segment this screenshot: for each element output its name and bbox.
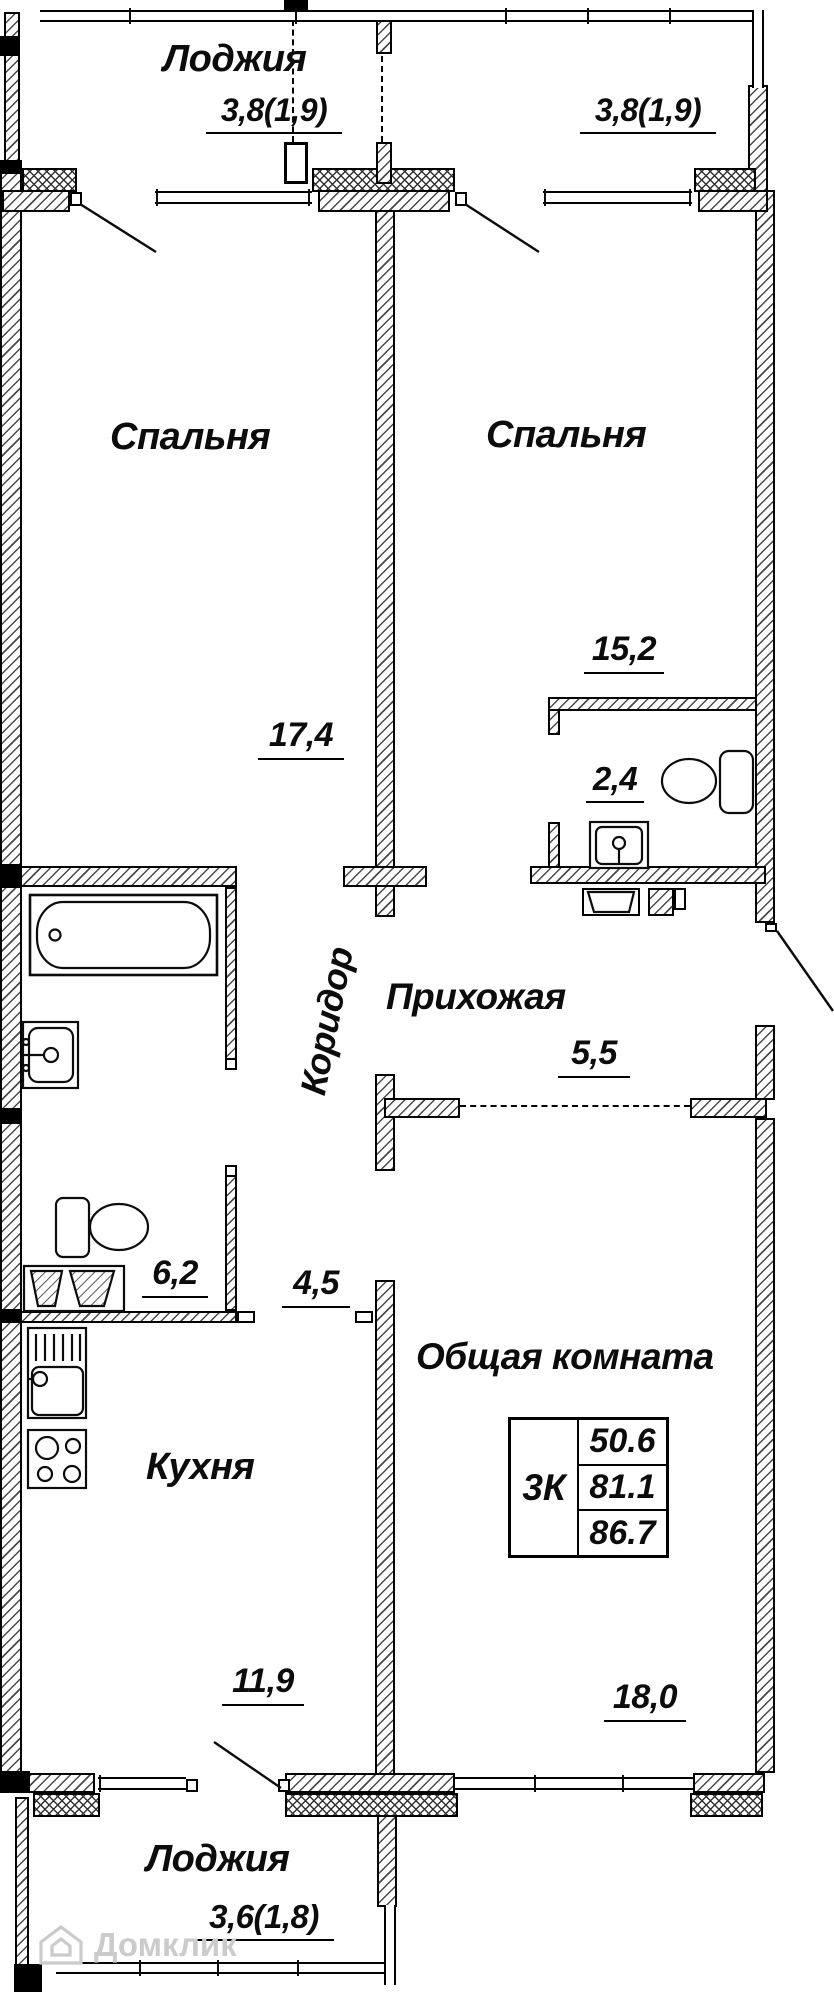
wall: [33, 1793, 100, 1817]
wall: [343, 866, 427, 887]
watermark-text: Домклик: [94, 1926, 237, 1963]
bedroom-window: [543, 191, 692, 204]
door-jamb: [186, 1779, 198, 1792]
area-loggia-top-right: 3,8(1,9): [580, 92, 716, 134]
area-hallway: 5,5: [558, 1034, 630, 1078]
loggia-glazing: [40, 10, 752, 22]
area-corridor: 4,5: [282, 1264, 350, 1308]
open-doorway: [460, 1105, 690, 1107]
living-room-window: [455, 1777, 693, 1790]
wall: [285, 1793, 458, 1817]
bedroom-window: [155, 191, 312, 204]
door-jamb: [278, 1779, 290, 1792]
wall: [375, 1280, 395, 1793]
entrance-door-frame: [582, 888, 640, 916]
wall: [755, 1118, 775, 1773]
wall: [0, 1122, 22, 1793]
toilet-icon: [54, 1196, 150, 1259]
room-label-bedroom-right: Спальня: [486, 414, 647, 456]
wc-sink-icon: [588, 820, 650, 870]
wall-joint: [0, 864, 22, 888]
wall: [698, 190, 768, 212]
wall: [375, 182, 395, 917]
door-jamb: [70, 192, 82, 206]
vent-shaft-icon: [22, 1264, 126, 1313]
room-label-living-room: Общая комната: [416, 1336, 714, 1377]
wall: [548, 822, 560, 868]
wall: [694, 168, 756, 192]
bathroom-sink-icon: [21, 1020, 80, 1090]
wall: [0, 866, 237, 887]
wall: [530, 866, 766, 884]
wall: [285, 1773, 455, 1793]
room-label-hallway: Прихожая: [386, 976, 566, 1017]
door-jamb: [355, 1311, 373, 1323]
wall-joint: [0, 160, 22, 174]
room-label-kitchen: Кухня: [146, 1446, 255, 1488]
loggia-partition-line: [381, 56, 383, 142]
door-jamb: [225, 1165, 237, 1177]
wall: [318, 190, 450, 212]
apartment-area-value: 81.1: [579, 1466, 666, 1512]
stove-icon: [26, 1428, 88, 1490]
wall: [376, 14, 392, 54]
wall-joint: [0, 1108, 22, 1122]
wall: [14, 1964, 42, 1992]
door-jamb: [225, 1058, 237, 1070]
area-loggia-bottom: 3,6(1,8): [194, 1898, 334, 1941]
area-loggia-top-left: 3,8(1,9): [206, 92, 342, 134]
door-jamb: [765, 923, 777, 932]
wall-joint: [0, 1309, 22, 1323]
door-jamb: [237, 1311, 255, 1323]
wall: [548, 709, 560, 735]
apartment-type: 3К: [511, 1420, 579, 1555]
wall: [0, 168, 22, 1115]
apartment-info-table: 3К 50.6 81.1 86.7: [508, 1417, 669, 1558]
wall: [284, 142, 308, 184]
wall: [693, 1773, 765, 1793]
loggia-glazing: [384, 1905, 396, 1985]
wall: [225, 1165, 237, 1311]
room-label-bedroom-left: Спальня: [110, 416, 271, 458]
total-area-value: 86.7: [589, 1513, 656, 1552]
wall: [755, 190, 775, 923]
room-label-loggia-bottom: Лоджия: [146, 1838, 290, 1880]
wall-joint: [0, 1771, 30, 1793]
wall: [690, 1793, 763, 1817]
wall: [375, 1074, 395, 1171]
area-bedroom-left: 17,4: [258, 716, 344, 760]
wall: [755, 1025, 775, 1100]
room-label-corridor: Коридор: [292, 943, 361, 1099]
door-jamb: [674, 888, 686, 910]
wall: [15, 1797, 29, 1967]
wall: [225, 887, 237, 1070]
bathtub-icon: [28, 893, 219, 977]
wall: [384, 1098, 460, 1118]
room-label-loggia-top: Лоджия: [163, 38, 307, 80]
area-wc: 2,4: [586, 760, 644, 803]
living-area-value: 50.6: [579, 1420, 666, 1466]
area-bedroom-right: 15,2: [584, 630, 664, 674]
kitchen-window: [98, 1777, 186, 1790]
kitchen-sink-icon: [26, 1326, 88, 1420]
area-bathroom: 6,2: [142, 1254, 208, 1298]
wall: [0, 1311, 237, 1323]
wall: [748, 85, 768, 192]
loggia-partition-line: [292, 20, 294, 142]
wall-joint: [0, 36, 18, 56]
loggia-glazing: [752, 10, 764, 88]
wall: [2, 190, 70, 212]
area-kitchen: 11,9: [222, 1662, 304, 1706]
domclick-house-icon: [39, 1925, 83, 1965]
wall: [22, 168, 77, 192]
wall: [690, 1098, 767, 1118]
toilet-icon: [660, 749, 755, 815]
wall: [648, 888, 674, 916]
watermark: Домклик: [38, 1924, 237, 1966]
wall: [376, 142, 392, 184]
door-jamb: [455, 192, 467, 206]
wall: [548, 697, 757, 711]
area-living-room: 18,0: [604, 1678, 686, 1722]
